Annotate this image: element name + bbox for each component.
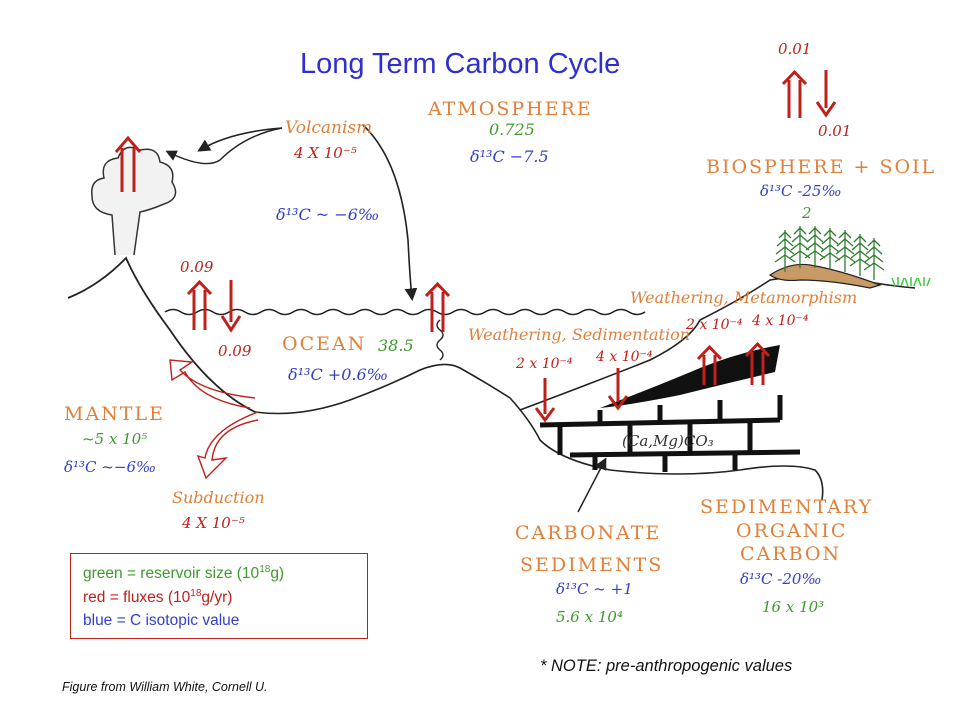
biosphere-label: BIOSPHERE + SOIL xyxy=(706,156,937,178)
ocean-isotope: δ¹³C +0.6‰ xyxy=(288,365,389,384)
legend-green: green = reservoir size (1018g) xyxy=(83,564,285,583)
carbonate-isotope: δ¹³C ~ +1 xyxy=(556,580,633,598)
carbonate-label-2: SEDIMENTS xyxy=(520,554,664,576)
carbonate-formula: (Ca,Mg)CO₃ xyxy=(622,432,714,450)
atmosphere-label: ATMOSPHERE xyxy=(428,98,593,120)
vent-squiggle xyxy=(436,319,444,361)
atmosphere-to-volcano-arrow xyxy=(197,127,283,152)
flux-arrows xyxy=(114,69,837,423)
volcano-label-arrow xyxy=(165,127,283,165)
carbonate-label-1: CARBONATE xyxy=(515,522,662,544)
biosphere-size: 2 xyxy=(802,204,812,222)
volcanism-up-arrow xyxy=(114,135,142,192)
ocean-flux-up: 0.09 xyxy=(180,258,214,276)
subduction-flux: 4 X 10⁻⁵ xyxy=(182,514,245,532)
weathering-meta-flux-b: 4 x 10⁻⁴ xyxy=(752,313,809,329)
mantle-up-arrow xyxy=(169,359,256,409)
volcano xyxy=(67,256,256,413)
weathering-meta-flux-a: 2 x 10⁻⁴ xyxy=(686,317,743,333)
volcanism-label: Volcanism xyxy=(285,118,373,138)
sed-down-arrow-a xyxy=(534,378,556,423)
biosphere-flux-down: 0.01 xyxy=(818,122,852,140)
ocean-surface xyxy=(164,308,646,316)
ocean-size: 38.5 xyxy=(378,336,414,355)
meta-up-arrow-a xyxy=(696,344,723,385)
vent-up-arrow xyxy=(424,281,451,332)
sed-organic-label-2: ORGANIC xyxy=(736,520,848,542)
volcanism-flux: 4 X 10⁻⁵ xyxy=(294,144,357,162)
carbonate-pointer xyxy=(577,457,607,513)
carbonate-size: 5.6 x 10⁴ xyxy=(556,608,623,626)
sed-organic-size: 16 x 10³ xyxy=(762,598,825,616)
mantle-label: MANTLE xyxy=(64,403,165,425)
weathering-sedimentation-label: Weathering, Sedimentation xyxy=(468,325,691,344)
atmosphere-size: 0.725 xyxy=(489,120,535,139)
legend-red: red = fluxes (1018g/yr) xyxy=(83,588,233,607)
atmosphere-isotope: δ¹³C −7.5 xyxy=(470,147,549,166)
legend-blue: blue = C isotopic value xyxy=(83,612,240,629)
page-title: Long Term Carbon Cycle xyxy=(300,48,621,80)
sed-organic-isotope: δ¹³C -20‰ xyxy=(740,570,822,588)
carbonate-bricks xyxy=(539,395,801,472)
subduction-down-arrow xyxy=(196,411,259,480)
biosphere-isotope: δ¹³C -25‰ xyxy=(760,182,842,200)
biosphere-flux-up: 0.01 xyxy=(778,40,812,58)
volcanism-to-atmosphere-arrow xyxy=(362,124,418,302)
organic-carbon-layer xyxy=(600,345,780,408)
ocean-label: OCEAN xyxy=(282,333,367,355)
volcanic-isotope: δ¹³C ~ −6‰ xyxy=(276,205,380,224)
seafloor xyxy=(254,363,824,501)
subduction-label: Subduction xyxy=(172,488,265,507)
subduction-arrows xyxy=(169,359,259,480)
ocean-up-arrow xyxy=(186,279,213,330)
legend-box: green = reservoir size (1018g) red = flu… xyxy=(70,553,368,639)
figure-credit: Figure from William White, Cornell U. xyxy=(62,680,268,694)
grass xyxy=(891,277,931,287)
sed-organic-label-1: SEDIMENTARY xyxy=(700,496,874,518)
biosphere-up-arrow xyxy=(781,69,808,118)
sed-organic-label-3: CARBON xyxy=(740,543,842,565)
biosphere-down-arrow xyxy=(815,70,837,118)
meta-up-arrow-b xyxy=(744,341,771,385)
weathering-metamorphism-label: Weathering, Metamorphism xyxy=(630,288,858,307)
sed-down-arrow-b xyxy=(607,368,629,411)
weathering-sed-flux-a: 2 x 10⁻⁴ xyxy=(516,356,573,372)
pre-anthropogenic-note: * NOTE: pre-anthropogenic values xyxy=(540,657,793,675)
soil-layer xyxy=(768,263,882,289)
ocean-flux-down: 0.09 xyxy=(218,342,252,360)
mantle-isotope: δ¹³C ~−6‰ xyxy=(64,458,157,476)
weathering-sed-flux-b: 4 x 10⁻⁴ xyxy=(596,349,653,365)
mantle-size: ~5 x 10⁵ xyxy=(82,430,148,448)
ocean-down-arrow xyxy=(220,280,242,333)
